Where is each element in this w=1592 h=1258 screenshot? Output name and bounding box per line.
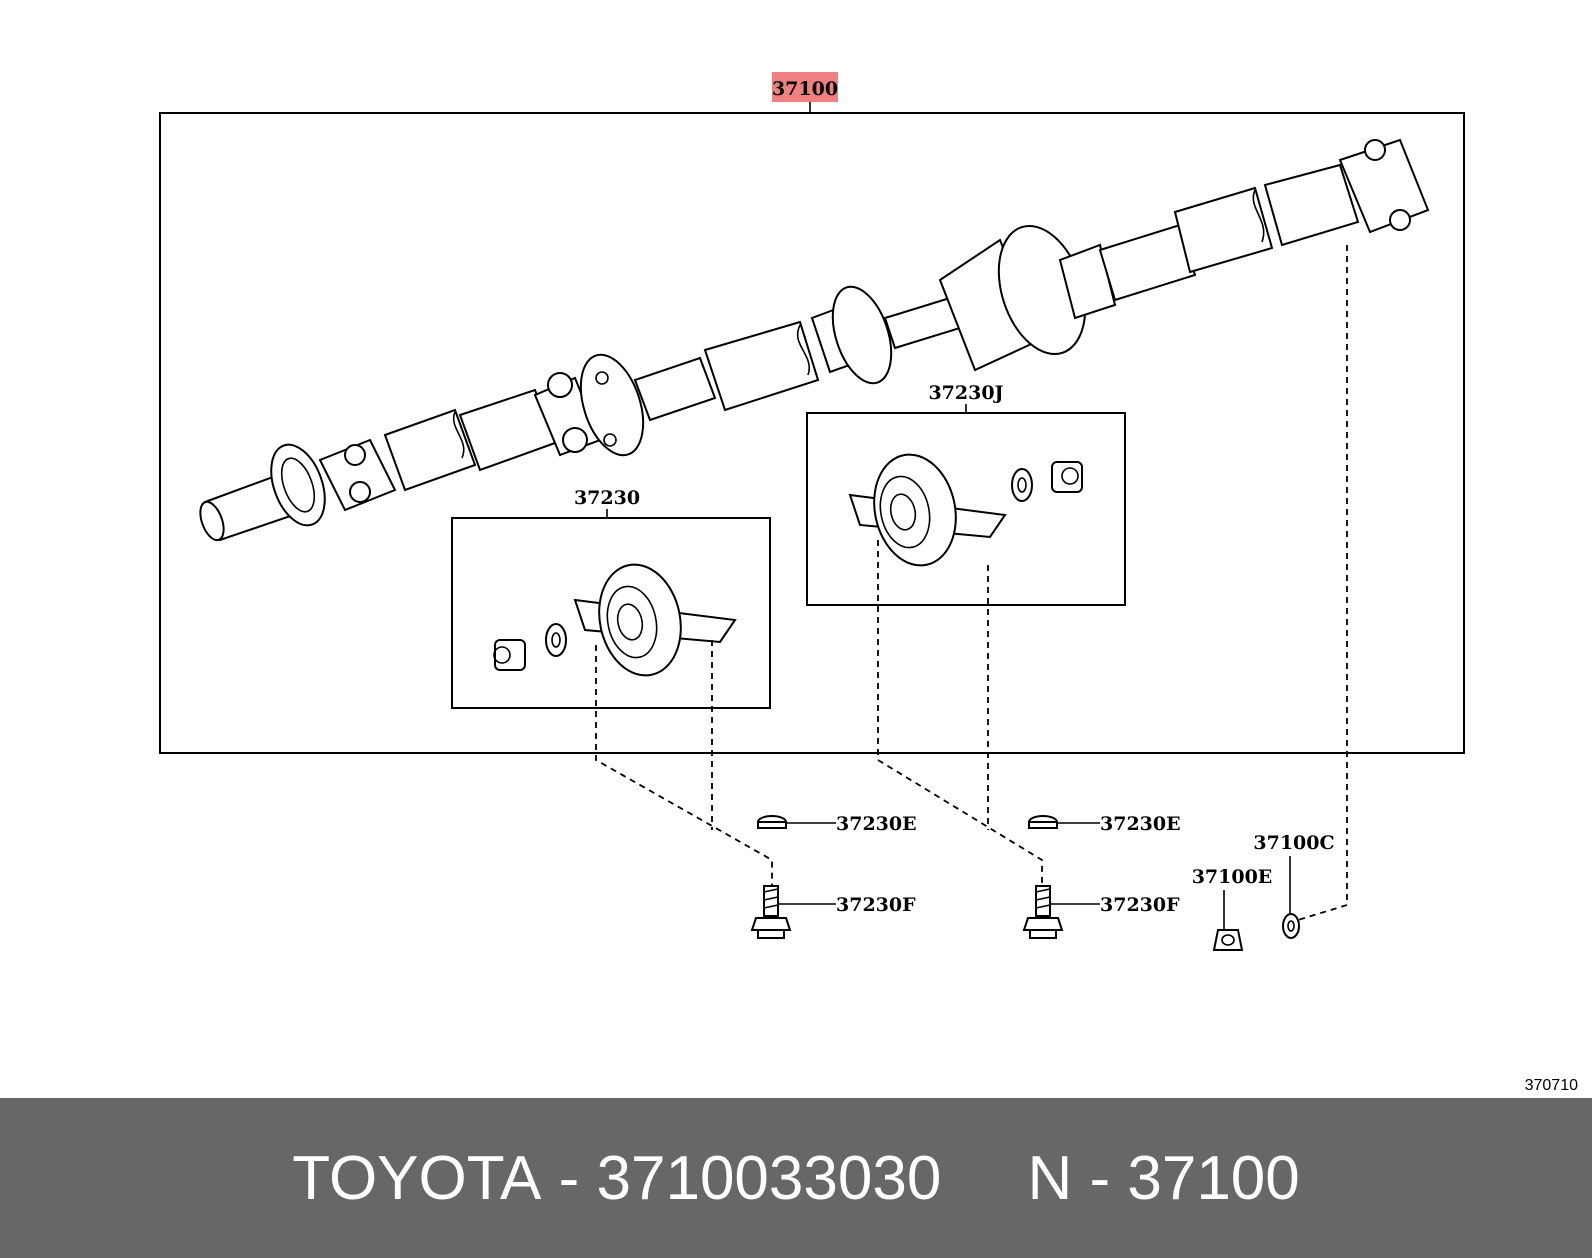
washer-left <box>757 815 787 829</box>
footer-position-prefix: N <box>1027 1143 1073 1213</box>
center-bearing-rear <box>848 453 1083 567</box>
footer-separator-2: - <box>1072 1143 1128 1213</box>
diagram-code: 370710 <box>1524 1077 1578 1094</box>
washer-left-label[interactable]: 37230E <box>836 813 917 835</box>
subassembly-rear-label[interactable]: 37230J <box>928 382 1003 404</box>
nut-label[interactable]: 37100E <box>1192 866 1273 888</box>
center-bearing-front <box>493 563 737 677</box>
footer-separator: - <box>541 1143 597 1213</box>
propeller-shaft-drawing <box>199 138 1430 542</box>
footer-part-number: 3710033030 <box>596 1143 942 1213</box>
parts-diagram: 37100 <box>159 72 1465 951</box>
main-part-highlight <box>772 72 838 102</box>
bolt-left-label[interactable]: 37230F <box>836 894 916 916</box>
main-part-label[interactable]: 37100 <box>772 78 838 100</box>
washer-right-label[interactable]: 37230E <box>1100 813 1181 835</box>
footer-gap <box>941 1143 1027 1214</box>
footer-bar: TOYOTA - 3710033030 N - 37100 <box>0 1098 1592 1258</box>
subassembly-front-frame <box>451 517 771 709</box>
nut <box>1212 929 1244 951</box>
assembly-frame <box>159 112 1465 754</box>
washer-small <box>1282 913 1300 939</box>
washer-small-label[interactable]: 37100C <box>1253 832 1334 854</box>
bolt-right <box>1022 885 1064 939</box>
footer-position-number: 37100 <box>1127 1143 1300 1213</box>
bolt-left <box>750 885 792 939</box>
washer-right <box>1028 815 1058 829</box>
footer-brand: TOYOTA <box>292 1143 542 1213</box>
subassembly-front-label[interactable]: 37230 <box>574 487 640 509</box>
bolt-right-label[interactable]: 37230F <box>1100 894 1180 916</box>
